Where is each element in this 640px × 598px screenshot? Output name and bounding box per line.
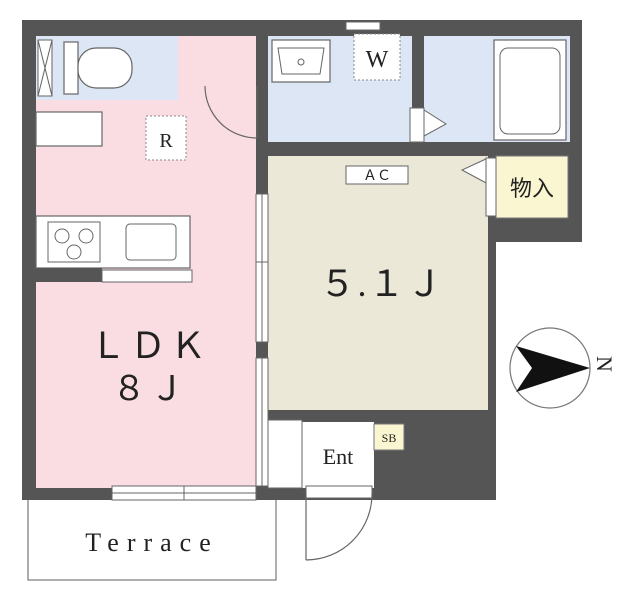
entry-door-swing — [204, 85, 258, 139]
shoe-box-label: SB — [382, 431, 397, 445]
stove — [47, 221, 101, 263]
kitchen-partition — [36, 268, 102, 282]
western-room-size-label: ５.１Ｊ — [319, 264, 444, 304]
bathtub-inner — [499, 47, 561, 135]
ldk-size-label: ８Ｊ — [112, 371, 188, 408]
terrace-label: Terrace — [85, 528, 219, 557]
kitchen-upper-counter — [35, 111, 103, 147]
kitchen-sink — [125, 223, 177, 261]
toilet-tank — [63, 41, 79, 95]
storage-label: 物入 — [510, 176, 554, 201]
washer-space — [353, 33, 401, 81]
entrance-label: Ent — [323, 444, 354, 469]
aircon-unit — [345, 165, 409, 185]
kitchen-partition-end — [101, 269, 193, 283]
washer-label: W — [366, 47, 389, 73]
entrance-partition — [267, 419, 303, 489]
burner — [78, 228, 94, 244]
burner — [66, 244, 82, 260]
aircon-label: ＡＣ — [363, 169, 391, 184]
front-door — [305, 485, 373, 499]
refrigerator-label: R — [159, 130, 173, 152]
washbasin-bowl — [277, 47, 325, 75]
wash-vent — [345, 21, 381, 31]
front-door-swing — [305, 493, 373, 561]
compass-north-label: N — [592, 356, 617, 372]
north-arrow-compass — [509, 327, 591, 409]
toilet-seat — [77, 47, 133, 89]
western-room-floor — [268, 156, 488, 410]
burner — [54, 228, 70, 244]
ldk-name-label: ＬＤＫ — [90, 326, 210, 366]
storage-floor — [495, 155, 569, 219]
entry-hall-floor — [186, 36, 256, 102]
refrigerator-space — [145, 115, 187, 161]
terrace-area — [27, 497, 277, 581]
shoe-box — [373, 423, 405, 451]
